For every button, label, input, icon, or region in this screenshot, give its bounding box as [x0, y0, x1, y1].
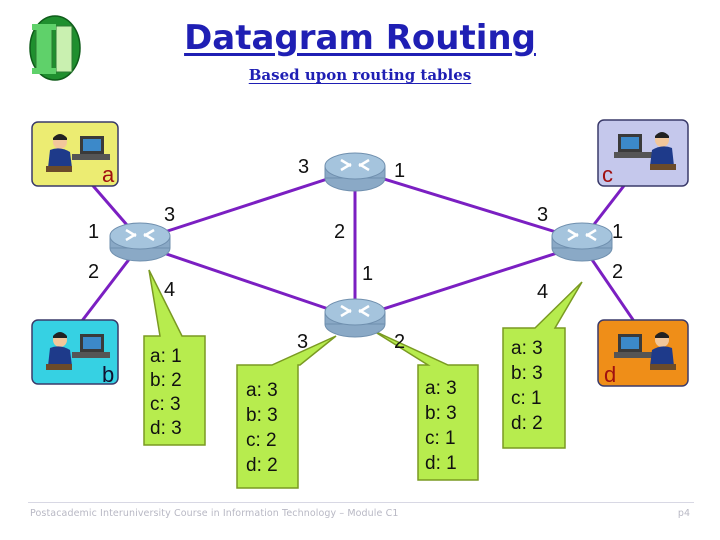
footer-divider	[28, 502, 694, 503]
table-entry: b: 2	[150, 370, 182, 391]
table-entry: b: 3	[511, 363, 543, 384]
slide-subtitle: Based upon routing tables	[248, 66, 472, 84]
table-entry: b: 3	[425, 403, 457, 424]
callout-balloon	[371, 329, 479, 481]
table-entry: b: 3	[246, 405, 278, 426]
table-entry: d: 1	[425, 453, 457, 474]
table-right-entries: a: 3 b: 3 c: 1 d: 2	[511, 338, 543, 434]
link-left-center	[139, 243, 356, 320]
callout-balloon	[502, 281, 583, 449]
port-label-right-3: 3	[537, 204, 548, 226]
table-entry: c: 1	[511, 388, 542, 409]
table-center-entries: a: 3 b: 3 c: 2 d: 2	[246, 380, 278, 476]
router-top[interactable]	[324, 152, 386, 192]
host-d[interactable]: d	[597, 319, 689, 387]
port-label-left-4: 4	[164, 279, 175, 301]
router-right[interactable]	[551, 222, 613, 262]
university-logo-icon	[29, 15, 81, 81]
port-label-center-1: 1	[362, 263, 373, 285]
port-label-right-1: 1	[612, 221, 623, 243]
table-center-right-entries: a: 3 b: 3 c: 1 d: 1	[425, 378, 457, 474]
routing-table-right	[502, 281, 583, 449]
table-entry: a: 1	[150, 346, 182, 367]
port-label-center-3: 3	[297, 331, 308, 353]
port-label-top-3: 3	[298, 156, 309, 178]
routing-table-center-right	[371, 329, 479, 481]
routing-table-left	[143, 269, 206, 446]
port-label-center-2: 2	[394, 331, 405, 353]
port-label-left-3: 3	[164, 204, 175, 226]
port-label-top-2: 2	[334, 221, 345, 243]
router-center[interactable]	[324, 298, 386, 338]
slide-title: Datagram Routing	[184, 18, 536, 58]
port-label-left-2: 2	[88, 261, 99, 283]
table-entry: a: 3	[511, 338, 543, 359]
page-number: p4	[677, 508, 690, 519]
workstation-icon	[614, 332, 676, 370]
host-label: b	[102, 362, 114, 387]
routing-table-center	[236, 335, 337, 489]
table-entry: a: 3	[425, 378, 457, 399]
port-label-top-1: 1	[394, 160, 405, 182]
table-entry: c: 2	[246, 430, 277, 451]
link-center-right	[354, 243, 583, 320]
router-icon	[551, 222, 613, 262]
host-label: a	[102, 162, 115, 187]
port-label-left-1: 1	[88, 221, 99, 243]
link-top-right	[354, 168, 583, 242]
port-labels: 3 1 2 1 3 2 4 1 3 2 3 1 4 2	[88, 156, 623, 353]
router-icon	[324, 298, 386, 338]
table-entry: c: 3	[150, 394, 181, 415]
host-c[interactable]: c	[597, 119, 689, 187]
host-a[interactable]: a	[31, 121, 119, 187]
workstation-icon	[614, 132, 676, 170]
workstation-icon	[46, 332, 110, 370]
table-entry: d: 2	[511, 413, 543, 434]
table-entry: d: 2	[246, 455, 278, 476]
router-icon	[109, 222, 171, 262]
table-entry: d: 3	[150, 418, 182, 439]
host-label: c	[602, 162, 613, 187]
router-left[interactable]	[109, 222, 171, 262]
router-icon	[324, 152, 386, 192]
port-label-right-2: 2	[612, 261, 623, 283]
host-b[interactable]: b	[31, 319, 119, 387]
table-entry: a: 3	[246, 380, 278, 401]
callout-balloon	[236, 335, 337, 489]
callout-balloon	[143, 269, 206, 446]
table-entry: c: 1	[425, 428, 456, 449]
port-label-right-4: 4	[537, 281, 548, 303]
footer-course: Postacademic Interuniversity Course in I…	[30, 508, 399, 519]
table-left-entries: a: 1 b: 2 c: 3 d: 3	[150, 346, 182, 439]
host-label: d	[604, 362, 616, 387]
workstation-icon	[46, 134, 110, 172]
link-left-top	[139, 168, 356, 242]
